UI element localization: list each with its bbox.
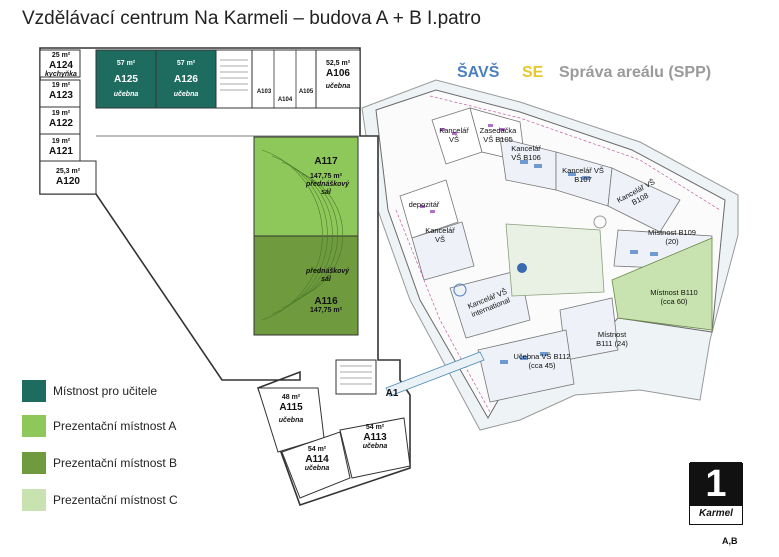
room-a1: A1 (385, 388, 399, 399)
page-title: Vzdělávací centrum Na Karmeli – budova A… (22, 8, 481, 29)
room-a123: 19 m² A123 (49, 82, 73, 101)
room-a106: 52,5 m² A106 učebna (325, 60, 351, 90)
room-a103: A103 (256, 89, 272, 95)
room-a117: A117 147,75 m² přednáškový sál (306, 156, 350, 196)
room-a114: 54 m² A114 učebna (304, 446, 330, 472)
room-b105: Zasedačka VŠ B105 (479, 126, 517, 144)
building-tag: A,B (722, 536, 738, 546)
org-spp: Správa areálu (SPP) (559, 64, 712, 81)
room-a124: 25 m² A124 kychyňka (45, 52, 77, 78)
org-savs: ŠAVŠ (457, 64, 500, 81)
room-a116: přednáškový sál A116 147,75 m² (306, 268, 350, 314)
room-a105: A105 (298, 89, 314, 95)
karmel-logo: 1 Karmel (689, 462, 743, 525)
room-a115: 48 m² A115 učebna (278, 394, 304, 424)
room-a125: 57 m² A125 učebna (113, 60, 139, 98)
room-a121: 19 m² A121 (49, 138, 73, 157)
room-a113: 54 m² A113 učebna (362, 424, 388, 450)
room-b-kancelar-2: Kancelář VŠ (425, 226, 455, 244)
room-b-depozitar: depozitář (408, 200, 440, 209)
legend-swatch (22, 380, 46, 402)
room-b-kancelar-1: Kancelář VŠ (439, 126, 469, 144)
legend-swatch (22, 452, 46, 474)
legend-swatch (22, 415, 46, 437)
building-b (361, 79, 739, 431)
room-b112: Učebna VŠ B112 (cca 45) (513, 352, 571, 370)
room-b110: Místnost B110 (cca 60) (650, 288, 698, 306)
room-a104: A104 (277, 97, 293, 103)
room-b106: Kancelář VŠ B106 (511, 144, 541, 162)
room-a120: 25,3 m² A120 (55, 168, 81, 187)
legend-swatch (22, 489, 46, 511)
room-a126: 57 m² A126 učebna (173, 60, 199, 98)
room-b111: Místnost B111 (24) (596, 330, 628, 348)
room-b107: Kancelář VŠ B107 (562, 166, 604, 184)
building-a (39, 47, 485, 507)
org-se: SE (522, 64, 544, 81)
room-b109: Místnost B109 (20) (648, 228, 696, 246)
room-a122: 19 m² A122 (49, 110, 73, 129)
